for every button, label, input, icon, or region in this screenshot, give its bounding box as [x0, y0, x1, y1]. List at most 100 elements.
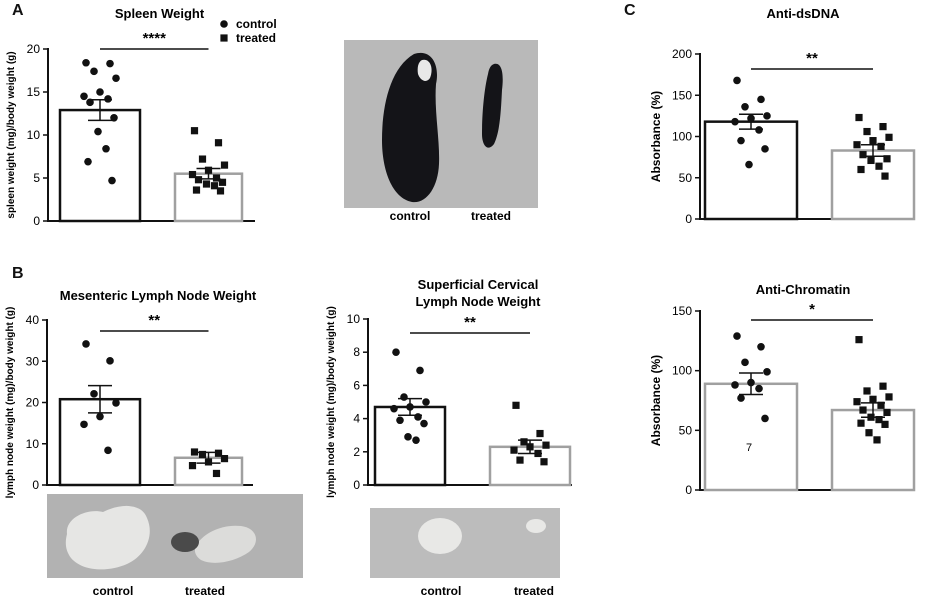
data-point-treated	[216, 187, 225, 195]
chart-mesenteric: Mesenteric Lymph Node Weight010203040lym…	[5, 288, 257, 498]
data-point-treated	[869, 137, 877, 145]
y-tick-label: 0	[33, 214, 40, 228]
data-point-control	[86, 98, 94, 107]
data-point-control	[96, 412, 104, 421]
data-point-treated	[204, 166, 213, 174]
treated-mesenteric-node	[194, 525, 256, 563]
data-point-control	[763, 112, 771, 120]
bar-treated	[830, 408, 916, 492]
control-spleen-fat	[417, 59, 432, 81]
y-tick-label: 5	[33, 171, 40, 185]
data-point-treated	[188, 462, 197, 470]
data-point-control	[757, 95, 765, 104]
data-point-treated	[534, 449, 542, 458]
chart-title: Anti-dsDNA	[767, 6, 841, 21]
data-point-treated	[881, 172, 889, 180]
spleen-photo-background	[344, 40, 538, 208]
data-point-control	[104, 446, 112, 455]
bar-control	[373, 405, 447, 487]
data-point-control	[396, 416, 404, 425]
data-point-control	[747, 378, 755, 387]
data-point-control	[102, 144, 110, 153]
data-point-control	[390, 404, 398, 413]
data-point-control	[416, 366, 424, 375]
y-tick-label: 40	[26, 313, 40, 327]
data-point-treated	[875, 162, 883, 170]
data-point-treated	[214, 139, 223, 147]
chart-title-line: Superficial Cervical	[418, 277, 539, 292]
data-point-treated	[873, 436, 881, 444]
data-point-control	[755, 126, 763, 134]
data-point-control	[731, 381, 739, 389]
treated-cervical-node	[526, 519, 546, 533]
legend-label-control: control	[236, 17, 277, 31]
data-point-control	[747, 114, 755, 123]
data-point-control	[737, 136, 745, 145]
y-axis-label: Absorbance (%)	[649, 355, 663, 446]
panel-letter-c: C	[624, 2, 636, 19]
y-tick-label: 6	[353, 378, 360, 392]
data-point-treated	[855, 336, 863, 344]
mesenteric-photo-caption-control: control	[93, 584, 134, 598]
data-point-control	[94, 127, 102, 136]
data-point-treated	[220, 455, 229, 463]
y-tick-label: 20	[27, 42, 41, 56]
y-tick-label: 8	[353, 345, 360, 359]
y-tick-label: 0	[353, 478, 360, 492]
data-point-control	[404, 433, 412, 441]
data-point-control	[406, 403, 414, 411]
data-point-control	[84, 157, 92, 166]
control-mesenteric-node	[65, 505, 150, 570]
significance-label: **	[806, 50, 818, 67]
mesenteric-lymph-node-photo	[47, 494, 303, 578]
data-point-control	[106, 357, 114, 365]
data-point-control	[112, 74, 120, 83]
data-point-control	[763, 368, 771, 376]
data-point-treated	[855, 113, 863, 122]
data-point-treated	[202, 180, 211, 188]
data-point-control	[90, 390, 98, 398]
data-point-treated	[190, 127, 199, 135]
panel-letter-a: A	[12, 2, 24, 19]
data-point-control	[761, 414, 769, 423]
y-tick-label: 50	[679, 171, 693, 185]
data-point-control	[741, 103, 749, 111]
data-point-treated	[212, 174, 221, 182]
data-point-control	[82, 58, 90, 67]
data-point-treated	[885, 393, 893, 401]
data-point-treated	[879, 382, 887, 390]
data-point-control	[80, 420, 88, 429]
data-point-treated	[877, 142, 885, 150]
y-tick-label: 200	[672, 47, 692, 61]
data-point-treated	[218, 178, 227, 186]
cervical-photo-caption-control: control	[421, 584, 462, 598]
y-tick-label: 50	[679, 423, 693, 437]
y-axis-label: Absorbance (%)	[649, 91, 663, 182]
legend-label-treated: treated	[236, 31, 276, 45]
data-point-control	[741, 358, 749, 367]
significance-label: *	[809, 301, 815, 318]
y-tick-label: 150	[672, 304, 692, 318]
treated-node-dark-tissue	[171, 532, 199, 552]
data-point-treated	[204, 458, 213, 466]
annotation-label: 7	[746, 442, 752, 454]
data-point-treated	[859, 151, 867, 159]
data-point-treated	[526, 443, 534, 451]
control-cervical-node	[418, 518, 462, 554]
data-point-control	[96, 88, 104, 96]
y-tick-label: 100	[672, 364, 692, 378]
data-point-treated	[857, 419, 865, 427]
control-spleen	[382, 52, 440, 203]
data-point-treated	[857, 165, 865, 174]
spleen-photo-caption-treated: treated	[471, 209, 511, 223]
data-point-treated	[881, 420, 889, 428]
chart-title: Mesenteric Lymph Node Weight	[60, 288, 257, 303]
data-point-treated	[190, 448, 199, 456]
y-tick-label: 10	[26, 437, 40, 451]
legend-marker-control	[220, 20, 228, 28]
data-point-treated	[853, 141, 861, 149]
